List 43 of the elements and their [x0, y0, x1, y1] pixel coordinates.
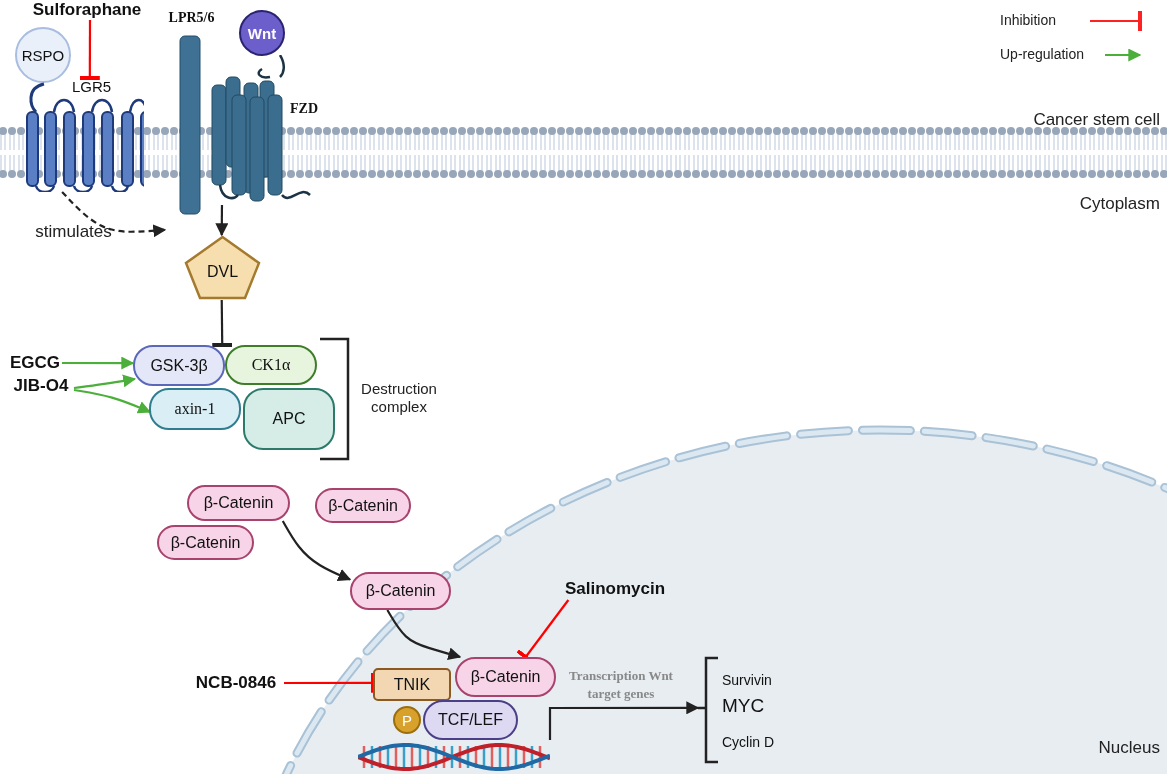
protein-pill: GSK-3β: [133, 345, 225, 386]
receptor-label: FZD: [290, 101, 318, 117]
drug-label: NCB-0846: [188, 672, 284, 694]
protein-pill: β-Catenin: [187, 485, 290, 521]
protein-pill: axin-1: [149, 388, 241, 430]
arrow: [386, 609, 462, 661]
receptor-label: LGR5: [72, 78, 112, 95]
inhibition-line: [212, 300, 233, 348]
arrow: [73, 374, 137, 390]
protein-pill: β-Catenin: [315, 488, 411, 523]
protein-pill: TCF/LEF: [423, 700, 518, 740]
legend-label: Inhibition: [1000, 12, 1057, 29]
gene-label: Cyclin D: [722, 732, 792, 752]
region-label: Nucleus: [1097, 738, 1160, 759]
protein-pill: APC: [243, 388, 335, 450]
protein-label: DVL: [206, 262, 239, 281]
edge-label: Transcription Wnt target genes: [568, 667, 674, 703]
arrow: [61, 191, 167, 238]
protein-pill: β-Catenin: [350, 572, 451, 610]
region-label: Cytoplasm: [1078, 194, 1160, 215]
arrow: [548, 701, 700, 740]
ligand-circle: Wnt: [239, 10, 285, 56]
inhibition-line: [79, 20, 100, 81]
inhibition-line: [284, 672, 375, 693]
legend-label: Up-regulation: [1000, 46, 1085, 63]
protein-pill: β-Catenin: [157, 525, 254, 560]
arrow: [73, 388, 152, 414]
protein-box: TNIK: [373, 668, 451, 701]
region-label: Cancer stem cell: [1032, 110, 1160, 131]
gene-label: Survivin: [722, 670, 792, 690]
drug-label: EGCG: [8, 354, 62, 372]
receptor-label: LPR5/6: [167, 10, 216, 26]
arrow: [281, 520, 352, 581]
complex-label: Destruction complex: [360, 380, 438, 416]
gene-label: MYC: [722, 694, 792, 718]
drug-label: JIB-O4: [8, 376, 74, 396]
edge-label: stimulates: [34, 222, 113, 243]
protein-pill: CK1α: [225, 345, 317, 385]
arrow: [62, 356, 135, 370]
arrow: [215, 205, 229, 237]
ligand-circle: RSPO: [15, 27, 71, 83]
protein-pill: β-Catenin: [455, 657, 556, 697]
drug-label: Salinomycin: [552, 578, 678, 600]
